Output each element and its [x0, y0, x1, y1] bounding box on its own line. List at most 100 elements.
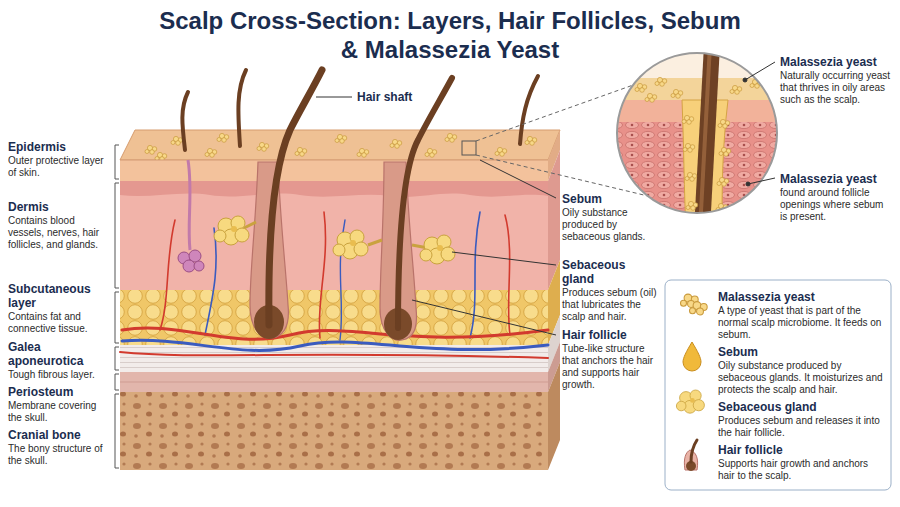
legend-panel-part — [681, 294, 708, 315]
skin-front-layers — [120, 160, 548, 470]
layer-label: Subcutaneous layer — [8, 282, 112, 310]
description-text: Membrane covering the skull. — [8, 400, 112, 424]
description-text: Tube-like structure that anchors the hai… — [562, 343, 657, 391]
zoom-inset-part — [617, 53, 777, 213]
hair-follicles — [182, 70, 538, 340]
skin-top-surface-part — [445, 133, 457, 142]
skin-top-surface-part — [335, 134, 347, 143]
leader-lines-part — [412, 300, 556, 335]
zoom-inset-part — [462, 141, 476, 155]
zoom-inset-part-part — [719, 147, 731, 156]
skin-front-layers-part — [120, 160, 548, 161]
part-label: Hair follicle — [562, 328, 627, 342]
skin-top-surface-part — [295, 147, 307, 156]
leader-lines-part — [452, 252, 556, 265]
skin-front-layers-part — [120, 382, 548, 383]
part-label: Sebaceous gland — [562, 258, 657, 286]
sebaceous-glands — [214, 216, 455, 264]
sweat-gland-part — [194, 261, 204, 271]
skin-top-surface-part — [257, 142, 269, 151]
skin-top-surface-part — [525, 136, 537, 145]
skin-front-layers-part — [120, 160, 548, 181]
layer-label: Epidermis — [8, 140, 66, 154]
zoom-inset-part-part — [635, 83, 647, 92]
blood-vessels — [120, 212, 548, 358]
layer-brackets-part — [115, 183, 119, 288]
blood-vessels-part — [505, 215, 510, 335]
sebaceous-glands-part — [333, 230, 368, 259]
description-text: Contains fat and connective tissue. — [8, 311, 112, 335]
skin-top-surface-part — [217, 133, 229, 142]
blood-vessels-part — [122, 328, 548, 339]
hair-follicles-part — [182, 92, 188, 150]
part-label: Sebum — [562, 192, 602, 206]
skin-top-surface-part — [145, 145, 157, 154]
sebaceous-glands-part — [244, 222, 256, 228]
zoom-inset-part — [610, 40, 790, 230]
blood-vessels-part — [120, 352, 548, 358]
description-text: Produces sebum and releases it into the … — [718, 415, 884, 439]
skin-top-surface-part — [390, 139, 402, 148]
skin-top-surface-part — [171, 136, 183, 145]
zoom-inset-part-part — [686, 201, 698, 210]
sweat-gland-part — [183, 260, 195, 272]
zoom-inset-part-part — [718, 119, 730, 128]
hair-follicles-part — [398, 78, 452, 328]
legend-label: Sebum — [718, 345, 758, 359]
zoom-inset-part-part — [682, 115, 694, 124]
blood-vessels-part — [319, 212, 325, 338]
legend-panel-part — [683, 342, 701, 371]
legend-panel-part-part — [676, 390, 704, 413]
layer-brackets-part — [115, 374, 119, 390]
sweat-gland — [178, 160, 204, 272]
blood-vessels-part — [160, 220, 175, 330]
callout-label: Malassezia yeast — [780, 172, 877, 186]
layer-brackets-part — [115, 394, 119, 468]
description-text: Supports hair growth and anchors hair to… — [718, 458, 884, 482]
layer-brackets — [115, 145, 119, 468]
zoom-inset-part-part — [730, 85, 742, 94]
skin-front-layers-part — [120, 180, 548, 290]
description-text: Tough fibrous layer. — [8, 369, 95, 381]
description-text: Oily substance produced by sebaceous gla… — [562, 207, 657, 243]
sebaceous-glands-part — [420, 235, 455, 264]
zoom-inset-part-part — [671, 89, 683, 98]
description-text: found around follicle openings where seb… — [780, 187, 892, 223]
skin-top-surface-part — [495, 147, 507, 156]
zoom-inset-part-part — [717, 177, 729, 186]
description-text: Naturally occurring yeast that thrives i… — [780, 70, 892, 106]
blood-vessels-part — [205, 228, 216, 335]
zoom-inset-part — [476, 84, 636, 141]
zoom-inset — [462, 40, 790, 230]
diagram-title: Scalp Cross-Section: Layers, Hair Follic… — [150, 6, 750, 64]
layer-label: Dermis — [8, 200, 49, 214]
skin-top-surface-part — [205, 148, 217, 157]
layer-label: Galea aponeurotica — [8, 340, 112, 368]
skin-top-surface-part — [357, 148, 369, 157]
skin-side-face — [548, 130, 560, 470]
description-text: Outer protective layer of skin. — [8, 155, 112, 179]
layer-brackets-part — [115, 292, 119, 343]
layer-label: Cranial bone — [8, 428, 81, 442]
blood-vessels-part — [122, 340, 548, 350]
skin-front-layers-part — [120, 392, 548, 470]
zoom-inset-part-part — [610, 40, 790, 230]
zoom-inset-part-part — [683, 143, 695, 152]
leader-lines-part — [748, 178, 775, 184]
legend-panel-part — [676, 390, 704, 413]
sebaceous-glands-part — [214, 216, 249, 245]
description-text: Oily substance produced by sebaceous gla… — [718, 360, 884, 396]
zoom-inset-part-part — [645, 93, 657, 102]
layer-brackets-part — [115, 347, 119, 370]
zoom-inset-part-part — [655, 77, 667, 86]
legend-panel-part — [691, 440, 697, 462]
part-label: Hair shaft — [357, 90, 412, 104]
legend-label: Hair follicle — [718, 443, 783, 457]
description-text: Produces sebum (oil) that lubricates the… — [562, 287, 657, 323]
callout-label: Malassezia yeast — [780, 55, 877, 69]
sebaceous-glands-part — [368, 240, 382, 245]
legend-label: Malassezia yeast — [718, 290, 815, 304]
skin-side-face-part — [548, 362, 560, 470]
skin-top-surface-part — [425, 148, 437, 157]
